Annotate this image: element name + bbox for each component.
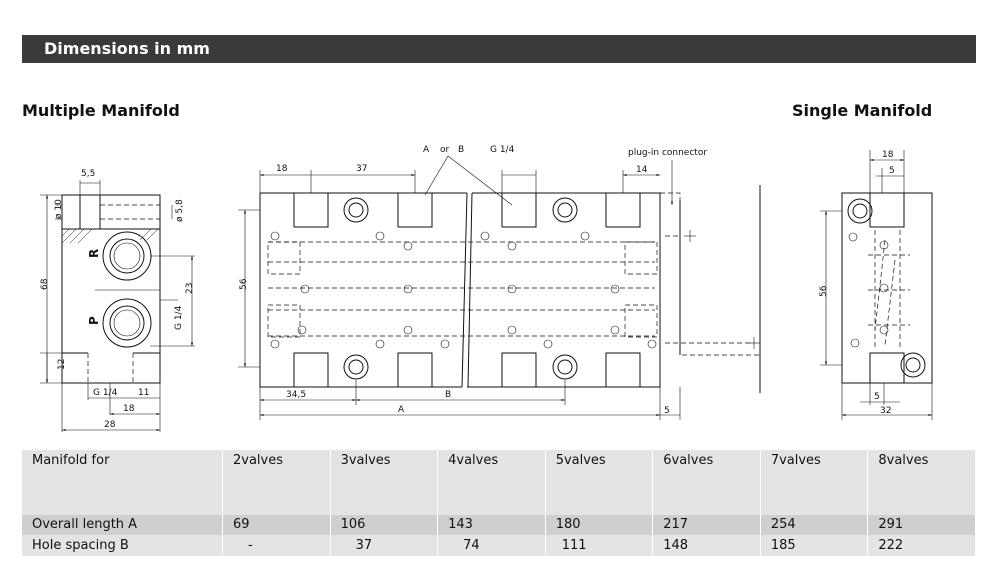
side-view: R P 5,5 ø 10 ø 5,8 68 23 12 G 1/4 G 1/4 … bbox=[40, 169, 195, 432]
single-dim-5-bottom: 5 bbox=[874, 392, 880, 402]
front-dim-37: 37 bbox=[356, 164, 367, 174]
port-r-label: R bbox=[87, 249, 101, 258]
table-cell: 69 bbox=[222, 515, 331, 535]
single-dim-32: 32 bbox=[880, 406, 891, 416]
column-header: 4valves bbox=[437, 450, 546, 515]
table-cell: 74 bbox=[437, 535, 546, 556]
g14-front-label: G 1/4 bbox=[490, 145, 515, 155]
dim-b-label: B bbox=[445, 390, 451, 400]
table-row: Overall length A 69 106 143 180 217 254 … bbox=[22, 515, 976, 535]
port-p-label: P bbox=[87, 316, 101, 325]
table-cell: 106 bbox=[330, 515, 439, 535]
column-header: 7valves bbox=[760, 450, 869, 515]
front-dim-14: 14 bbox=[636, 165, 648, 175]
column-header: 5valves bbox=[545, 450, 654, 515]
table-cell: 143 bbox=[437, 515, 546, 535]
front-dim-18: 18 bbox=[276, 164, 288, 174]
row-label: Overall length A bbox=[22, 515, 223, 535]
column-header: 8valves bbox=[867, 450, 976, 515]
plug-in-connector-label: plug-in connector bbox=[628, 148, 707, 158]
port-a-label: A bbox=[423, 145, 430, 155]
dim-dia-10: ø 10 bbox=[54, 199, 64, 219]
page-title: Dimensions in mm bbox=[44, 39, 210, 58]
single-manifold-view: 18 5 56 5 32 bbox=[819, 150, 933, 420]
g14-side-label: G 1/4 bbox=[174, 305, 184, 330]
table-row: Hole spacing B - 37 74 111 148 185 222 bbox=[22, 535, 976, 556]
g14-bottom-label: G 1/4 bbox=[93, 388, 118, 398]
port-b-label: B bbox=[458, 145, 464, 155]
front-dim-34-5: 34,5 bbox=[286, 390, 306, 400]
front-dim-56: 56 bbox=[239, 278, 249, 290]
or-label: or bbox=[440, 145, 450, 155]
column-header: 3valves bbox=[330, 450, 439, 515]
single-manifold-title: Single Manifold bbox=[792, 101, 933, 120]
column-header: 6valves bbox=[652, 450, 761, 515]
single-dim-5-top: 5 bbox=[889, 166, 895, 176]
table-cell: 217 bbox=[652, 515, 761, 535]
dim-a-label: A bbox=[398, 405, 405, 415]
manifold-spec-table: Manifold for 2valves 3valves 4valves 5va… bbox=[22, 450, 976, 556]
single-dim-18: 18 bbox=[882, 150, 894, 160]
technical-drawing: R P 5,5 ø 10 ø 5,8 68 23 12 G 1/4 G 1/4 … bbox=[40, 145, 933, 432]
dim-28: 28 bbox=[104, 420, 116, 430]
table-cell: 254 bbox=[760, 515, 869, 535]
front-dim-5: 5 bbox=[664, 406, 670, 416]
table-cell: 222 bbox=[867, 535, 976, 556]
table-header-row: Manifold for 2valves 3valves 4valves 5va… bbox=[22, 450, 976, 515]
front-view: 18 37 A or B G 1/4 plug-in connector 14 … bbox=[238, 145, 761, 420]
dim-11: 11 bbox=[138, 388, 149, 398]
table-cell: 180 bbox=[545, 515, 654, 535]
header-label-cell: Manifold for bbox=[22, 450, 223, 515]
dim-18: 18 bbox=[123, 404, 135, 414]
single-dim-56: 56 bbox=[819, 285, 829, 297]
header-bar: Dimensions in mm bbox=[22, 35, 976, 63]
dim-5-5: 5,5 bbox=[81, 169, 95, 179]
dim-12: 12 bbox=[57, 359, 67, 370]
multiple-manifold-title: Multiple Manifold bbox=[22, 101, 180, 120]
dim-23: 23 bbox=[185, 283, 195, 294]
table-cell: - bbox=[222, 535, 331, 556]
table-cell: 37 bbox=[330, 535, 439, 556]
dim-dia-5-8: ø 5,8 bbox=[175, 199, 185, 222]
table-cell: 148 bbox=[652, 535, 761, 556]
row-label: Hole spacing B bbox=[22, 535, 223, 556]
dim-68: 68 bbox=[40, 278, 50, 290]
table-cell: 185 bbox=[760, 535, 869, 556]
table-cell: 291 bbox=[867, 515, 976, 535]
column-header: 2valves bbox=[222, 450, 331, 515]
table-cell: 111 bbox=[545, 535, 654, 556]
